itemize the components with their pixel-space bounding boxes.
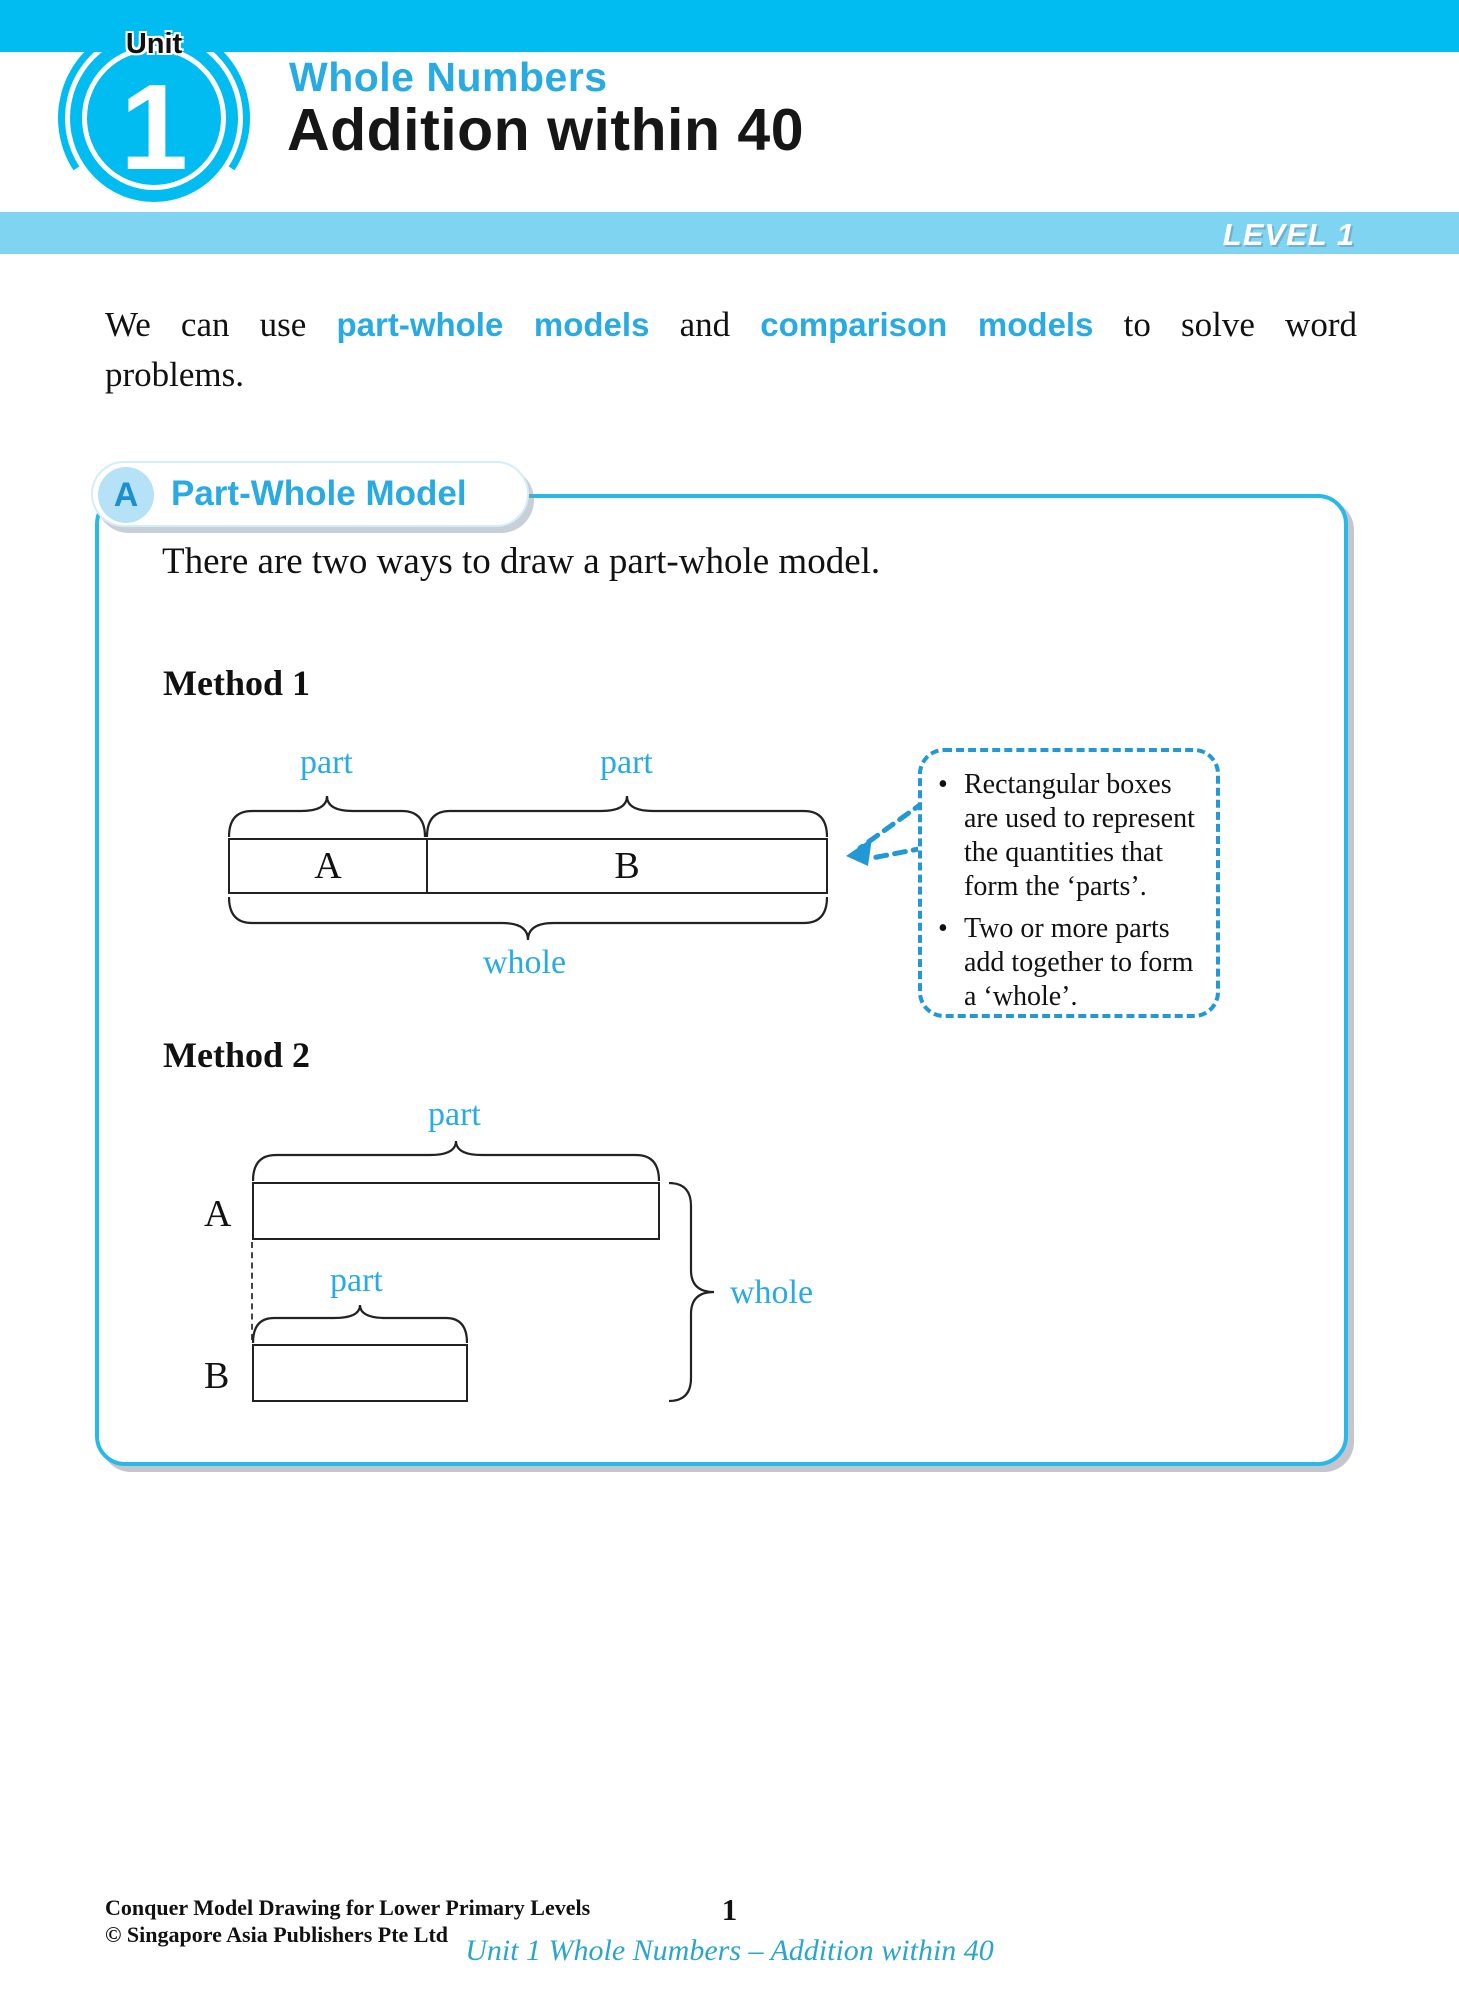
method1-heading: Method 1 xyxy=(163,663,310,703)
bar-segment-b: B xyxy=(614,845,640,887)
unit-badge-ring xyxy=(82,46,226,190)
method1-bar-model: A B xyxy=(228,838,828,894)
intro-text: We can use xyxy=(105,305,337,344)
brace-whole-icon xyxy=(228,896,828,941)
footer-copyright: © Singapore Asia Publishers Pte Ltd xyxy=(105,1922,449,1947)
page-number: 1 xyxy=(721,1892,738,1927)
method2-box-a xyxy=(252,1182,660,1240)
method2-row-label-a: A xyxy=(204,1193,232,1235)
intro-text: to solve word xyxy=(1093,305,1357,344)
footer-book-info: Conquer Model Drawing for Lower Primary … xyxy=(105,1894,590,1948)
brace-part-a-icon xyxy=(228,795,426,838)
method1-part-label-b: part xyxy=(600,744,653,781)
intro-keyword-comparison: comparison models xyxy=(760,306,1094,343)
section-letter-badge: A xyxy=(98,467,154,523)
brace-part-b-icon xyxy=(426,795,828,838)
page-title: Addition within 40 xyxy=(287,97,805,163)
method2-whole-label: whole xyxy=(730,1274,814,1311)
callout-bullet-2: • Two or more parts add together to form… xyxy=(938,912,1202,1014)
intro-line-1: We can use part-whole models and compari… xyxy=(105,300,1357,350)
section-header-pill: A Part-Whole Model xyxy=(91,461,529,527)
subject-title: Whole Numbers xyxy=(289,54,608,100)
callout-bubble: • Rectangular boxes are used to represen… xyxy=(918,748,1220,1018)
bullet-icon: • xyxy=(938,913,948,944)
unit-number: 1 xyxy=(120,59,188,195)
method2-heading: Method 2 xyxy=(163,1035,310,1075)
alignment-dashed-line xyxy=(251,1242,253,1340)
brace-method2-part-a-icon xyxy=(252,1140,660,1182)
unit-badge: Unit 1 xyxy=(40,4,268,232)
intro-line-2: problems. xyxy=(105,355,245,394)
method2-row-label-b: B xyxy=(204,1355,230,1397)
section-lead-sentence: There are two ways to draw a part-whole … xyxy=(162,541,881,582)
bullet-icon: • xyxy=(938,769,948,800)
level-badge: LEVEL 1 xyxy=(1222,217,1355,252)
intro-text: and xyxy=(649,305,761,344)
bar-segment-a: A xyxy=(230,840,428,892)
method1-part-label-a: part xyxy=(300,744,353,781)
callout-bullet-text: Two or more parts add together to form a… xyxy=(964,913,1194,1012)
brace-method2-part-b-icon xyxy=(252,1304,468,1344)
callout-tail-arrow-icon xyxy=(846,799,927,866)
footer-chapter-title: Unit 1 Whole Numbers – Addition within 4… xyxy=(465,1934,994,1967)
intro-keyword-part-whole: part-whole models xyxy=(336,306,650,343)
method2-box-b xyxy=(252,1344,468,1402)
brace-method2-whole-icon xyxy=(668,1182,715,1403)
unit-label: Unit xyxy=(125,28,183,60)
callout-bullet-1: • Rectangular boxes are used to represen… xyxy=(938,768,1202,904)
intro-paragraph: We can use part-whole models and compari… xyxy=(105,300,1357,400)
method2-part-label-b: part xyxy=(330,1262,383,1299)
top-color-band xyxy=(0,0,1459,52)
method2-part-label-a: part xyxy=(428,1096,481,1133)
section-title: Part-Whole Model xyxy=(171,474,467,513)
level-banner xyxy=(0,212,1459,254)
callout-bullet-text: Rectangular boxes are used to represent … xyxy=(964,769,1195,902)
method1-whole-label: whole xyxy=(483,944,567,981)
footer-book-title: Conquer Model Drawing for Lower Primary … xyxy=(105,1895,591,1920)
